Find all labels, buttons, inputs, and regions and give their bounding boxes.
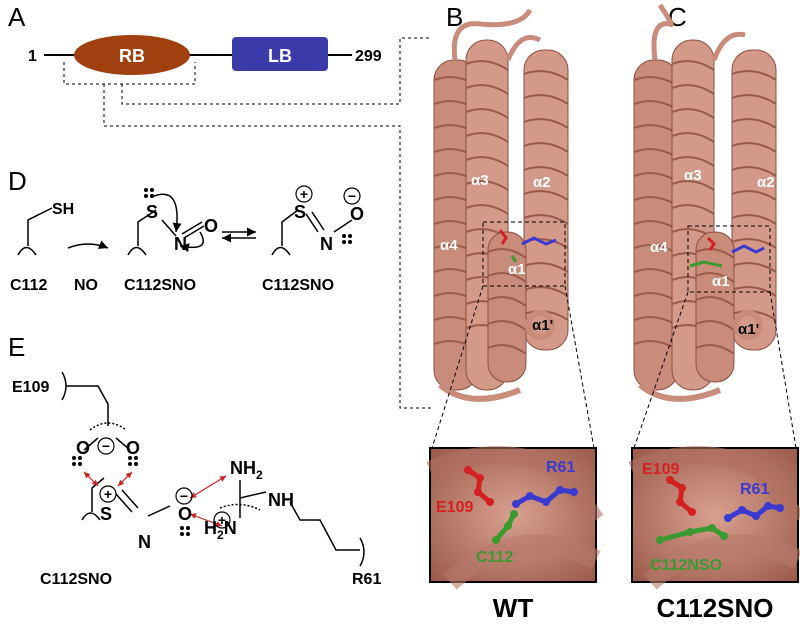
svg-text:C112SNO: C112SNO <box>262 277 334 294</box>
svg-text:N: N <box>320 234 333 254</box>
zoom-box-wt <box>482 221 566 287</box>
helix-a3-mut: α3 <box>684 167 702 184</box>
svg-text:H2N: H2N <box>204 518 237 542</box>
helix-a1-mut: α1 <box>712 273 730 290</box>
caption-wt: WT <box>493 593 534 623</box>
residue-end: 299 <box>355 48 382 65</box>
panel-label-d: D <box>8 166 27 196</box>
helix-a4-wt: α4 <box>440 237 458 254</box>
svg-text:E109: E109 <box>12 379 49 396</box>
svg-text:O: O <box>178 504 192 524</box>
structure-mutant: α3 α2 α4 α1 α1' <box>633 3 777 402</box>
rb-domain-label: RB <box>119 46 145 66</box>
scheme-d-labels: SH C112 NO C112SNO C112SNO S N O S N O <box>10 201 364 294</box>
svg-text:SH: SH <box>52 201 74 218</box>
zoom-guide-top <box>121 37 432 105</box>
inset-wt: R61 E109 C112 <box>426 446 604 590</box>
helix-a2-mut: α2 <box>757 174 775 191</box>
rb-bracket <box>63 62 196 85</box>
svg-text:O: O <box>76 438 90 458</box>
helix-a1p-mut: α1' <box>738 321 759 338</box>
helix-a1p-wt: α1' <box>532 317 553 334</box>
svg-text:C112SNO: C112SNO <box>124 277 196 294</box>
svg-text:N: N <box>138 532 151 552</box>
svg-text:NO: NO <box>74 277 98 294</box>
inset-mut-e109: E109 <box>642 461 679 478</box>
caption-mutant: C112SNO <box>656 593 773 623</box>
svg-text:+: + <box>104 486 112 502</box>
charges-e: − + − + <box>97 437 231 529</box>
charges-d: + − <box>295 185 361 205</box>
helix-a3-wt: α3 <box>471 172 489 189</box>
scheme-d <box>17 207 353 256</box>
scheme-e <box>61 371 365 567</box>
svg-text:S: S <box>146 202 158 222</box>
svg-text:+: + <box>218 512 226 528</box>
svg-text:−: − <box>348 188 356 204</box>
helix-a4-mut: α4 <box>650 239 668 256</box>
scheme-e-labels: E109 O O S N O C112SNO R61 NH2 NH H2N <box>12 379 381 588</box>
helix-a2-wt: α2 <box>533 174 551 191</box>
hbonds-e <box>83 471 227 527</box>
panel-label-c: C <box>668 2 687 32</box>
inset-mutant: E109 R61 C112NSO <box>628 446 800 590</box>
domain-schematic: 1 299 RB LB <box>28 35 432 409</box>
svg-text:−: − <box>102 438 110 454</box>
panel-label-a: A <box>8 2 26 32</box>
residue-start: 1 <box>28 48 37 65</box>
svg-text:NH: NH <box>268 490 294 510</box>
inset-wt-e109: E109 <box>436 499 473 516</box>
svg-text:O: O <box>350 204 364 224</box>
inset-mut-r61: R61 <box>740 481 769 498</box>
inset-wt-r61: R61 <box>546 459 575 476</box>
svg-text:+: + <box>300 186 308 202</box>
svg-text:S: S <box>100 504 112 524</box>
svg-text:O: O <box>204 216 218 236</box>
svg-text:C112SNO: C112SNO <box>40 571 112 588</box>
rb-domain <box>74 35 190 75</box>
svg-text:N: N <box>174 234 187 254</box>
lb-domain-label: LB <box>268 46 292 66</box>
lone-pairs-e <box>72 456 190 536</box>
panel-label-b: B <box>446 2 463 32</box>
svg-text:−: − <box>180 488 188 504</box>
panel-label-e: E <box>8 332 25 362</box>
lb-domain <box>232 37 328 71</box>
inset-wt-c112: C112 <box>476 549 513 566</box>
zoom-guide-bottom <box>103 84 432 409</box>
scheme-d-arrows <box>67 193 256 253</box>
svg-text:NH2: NH2 <box>230 458 263 482</box>
svg-text:S: S <box>294 202 306 222</box>
svg-text:R61: R61 <box>352 571 381 588</box>
structure-wt: α3 α2 α4 α1 α1' <box>433 8 569 402</box>
lone-pairs-d <box>144 188 352 244</box>
zoom-box-mutant <box>687 225 771 293</box>
helix-a1-wt: α1 <box>508 261 526 278</box>
svg-text:C112: C112 <box>10 277 47 294</box>
svg-text:O: O <box>126 438 140 458</box>
inset-mut-c112: C112NSO <box>650 557 722 574</box>
